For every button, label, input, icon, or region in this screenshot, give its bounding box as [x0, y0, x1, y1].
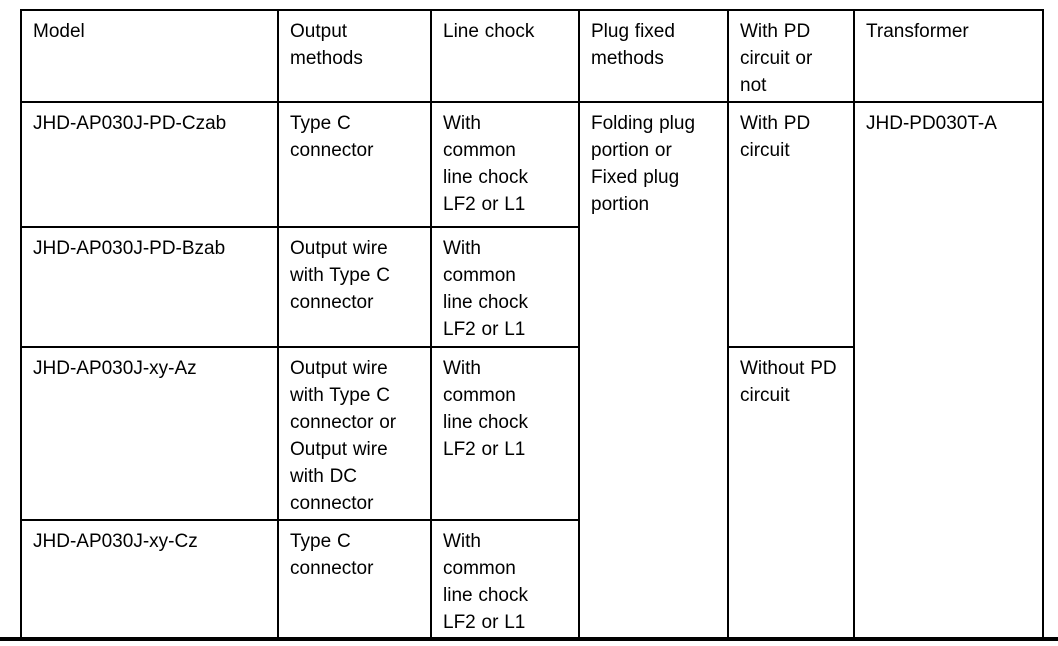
cell-model: JHD-AP030J-PD-Bzab: [20, 226, 279, 348]
header-row: Model Output methods Line chock Plug fix…: [20, 9, 1044, 103]
cell-output-methods: Output wire with Type C connector: [277, 226, 432, 348]
cell-line-chock: With common line chock LF2 or L1: [430, 346, 580, 521]
cell-model: JHD-AP030J-xy-Cz: [20, 519, 279, 640]
col-header-pd-circuit: With PD circuit or not: [727, 9, 855, 103]
cell-output-methods: Type C connector: [277, 519, 432, 640]
cell-without-pd-circuit: Without PD circuit: [727, 346, 855, 640]
col-header-output-methods: Output methods: [277, 9, 432, 103]
cell-line-chock: With common line chock LF2 or L1: [430, 101, 580, 228]
table-row: JHD-AP030J-PD-Bzab Output wire with Type…: [20, 226, 1043, 348]
cell-model: JHD-AP030J-xy-Az: [20, 346, 279, 521]
table-row: JHD-AP030J-PD-Czab Type C connector With…: [20, 101, 1044, 640]
cell-transformer: JHD-PD030T-A: [853, 101, 1044, 640]
cell-model: JHD-AP030J-PD-Czab: [20, 101, 279, 228]
cell-plug-fixed-methods: Folding plug portion or Fixed plug porti…: [578, 101, 729, 640]
cell-with-pd-circuit: With PD circuit: [727, 101, 855, 348]
cell-output-methods: Type C connector: [277, 101, 432, 228]
col-header-model: Model: [20, 9, 279, 103]
table-row: JHD-AP030J-xy-Cz Type C connector With c…: [20, 519, 1043, 640]
page-bottom-rule: [0, 637, 1058, 641]
cell-line-chock: With common line chock LF2 or L1: [430, 519, 580, 640]
cell-output-methods: Output wire with Type C connector or Out…: [277, 346, 432, 521]
cell-line-chock: With common line chock LF2 or L1: [430, 226, 580, 348]
table-row: JHD-AP030J-xy-Az Output wire with Type C…: [20, 346, 1043, 640]
col-header-plug-fixed-methods: Plug fixed methods: [578, 9, 729, 103]
col-header-line-chock: Line chock: [430, 9, 580, 103]
adapter-spec-table: Model Output methods Line chock Plug fix…: [20, 9, 1044, 640]
col-header-transformer: Transformer: [853, 9, 1044, 103]
